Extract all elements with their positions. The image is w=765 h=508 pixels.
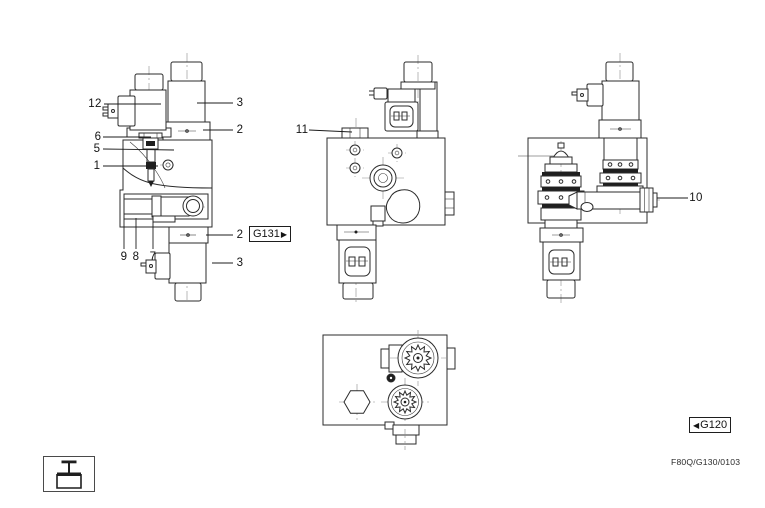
callout-3-top: 3 bbox=[236, 97, 244, 109]
callout-7: 7 bbox=[149, 251, 157, 263]
ref-g120-label: G120 bbox=[700, 419, 728, 431]
port-bosses bbox=[346, 141, 406, 177]
callout-5: 5 bbox=[93, 143, 101, 155]
ref-link-g120[interactable]: ◀ G120 bbox=[689, 417, 732, 433]
valve-assembly-front-view bbox=[308, 55, 455, 303]
callout-9: 9 bbox=[120, 251, 128, 263]
tank-symbol-box bbox=[43, 456, 95, 492]
drawing-number: F80Q/G130/0103 bbox=[671, 457, 741, 467]
callout-2-top: 2 bbox=[236, 124, 244, 136]
ref-g131-label: G131 bbox=[253, 228, 280, 240]
callout-3-bottom: 3 bbox=[236, 257, 244, 269]
callout-11: 11 bbox=[295, 124, 309, 136]
callout-12: 12 bbox=[88, 98, 102, 110]
callout-1: 1 bbox=[93, 160, 101, 172]
leader-lines-left-view bbox=[102, 102, 233, 264]
callout-2-bottom: 2 bbox=[236, 229, 244, 241]
callout-8: 8 bbox=[132, 251, 140, 263]
cylinder-piston-symbol-icon bbox=[56, 460, 82, 489]
valve-assembly-top-view bbox=[322, 330, 456, 450]
callout-6: 6 bbox=[94, 131, 102, 143]
valve-assembly-right-side-view bbox=[518, 53, 688, 303]
callout-10: 10 bbox=[689, 192, 703, 204]
arrow-left-icon: ◀ bbox=[693, 420, 700, 430]
arrow-right-icon: ▶ bbox=[280, 229, 288, 239]
ref-link-g131[interactable]: G131 ▶ bbox=[249, 226, 292, 242]
valve-assembly-left-section-view bbox=[102, 53, 233, 303]
